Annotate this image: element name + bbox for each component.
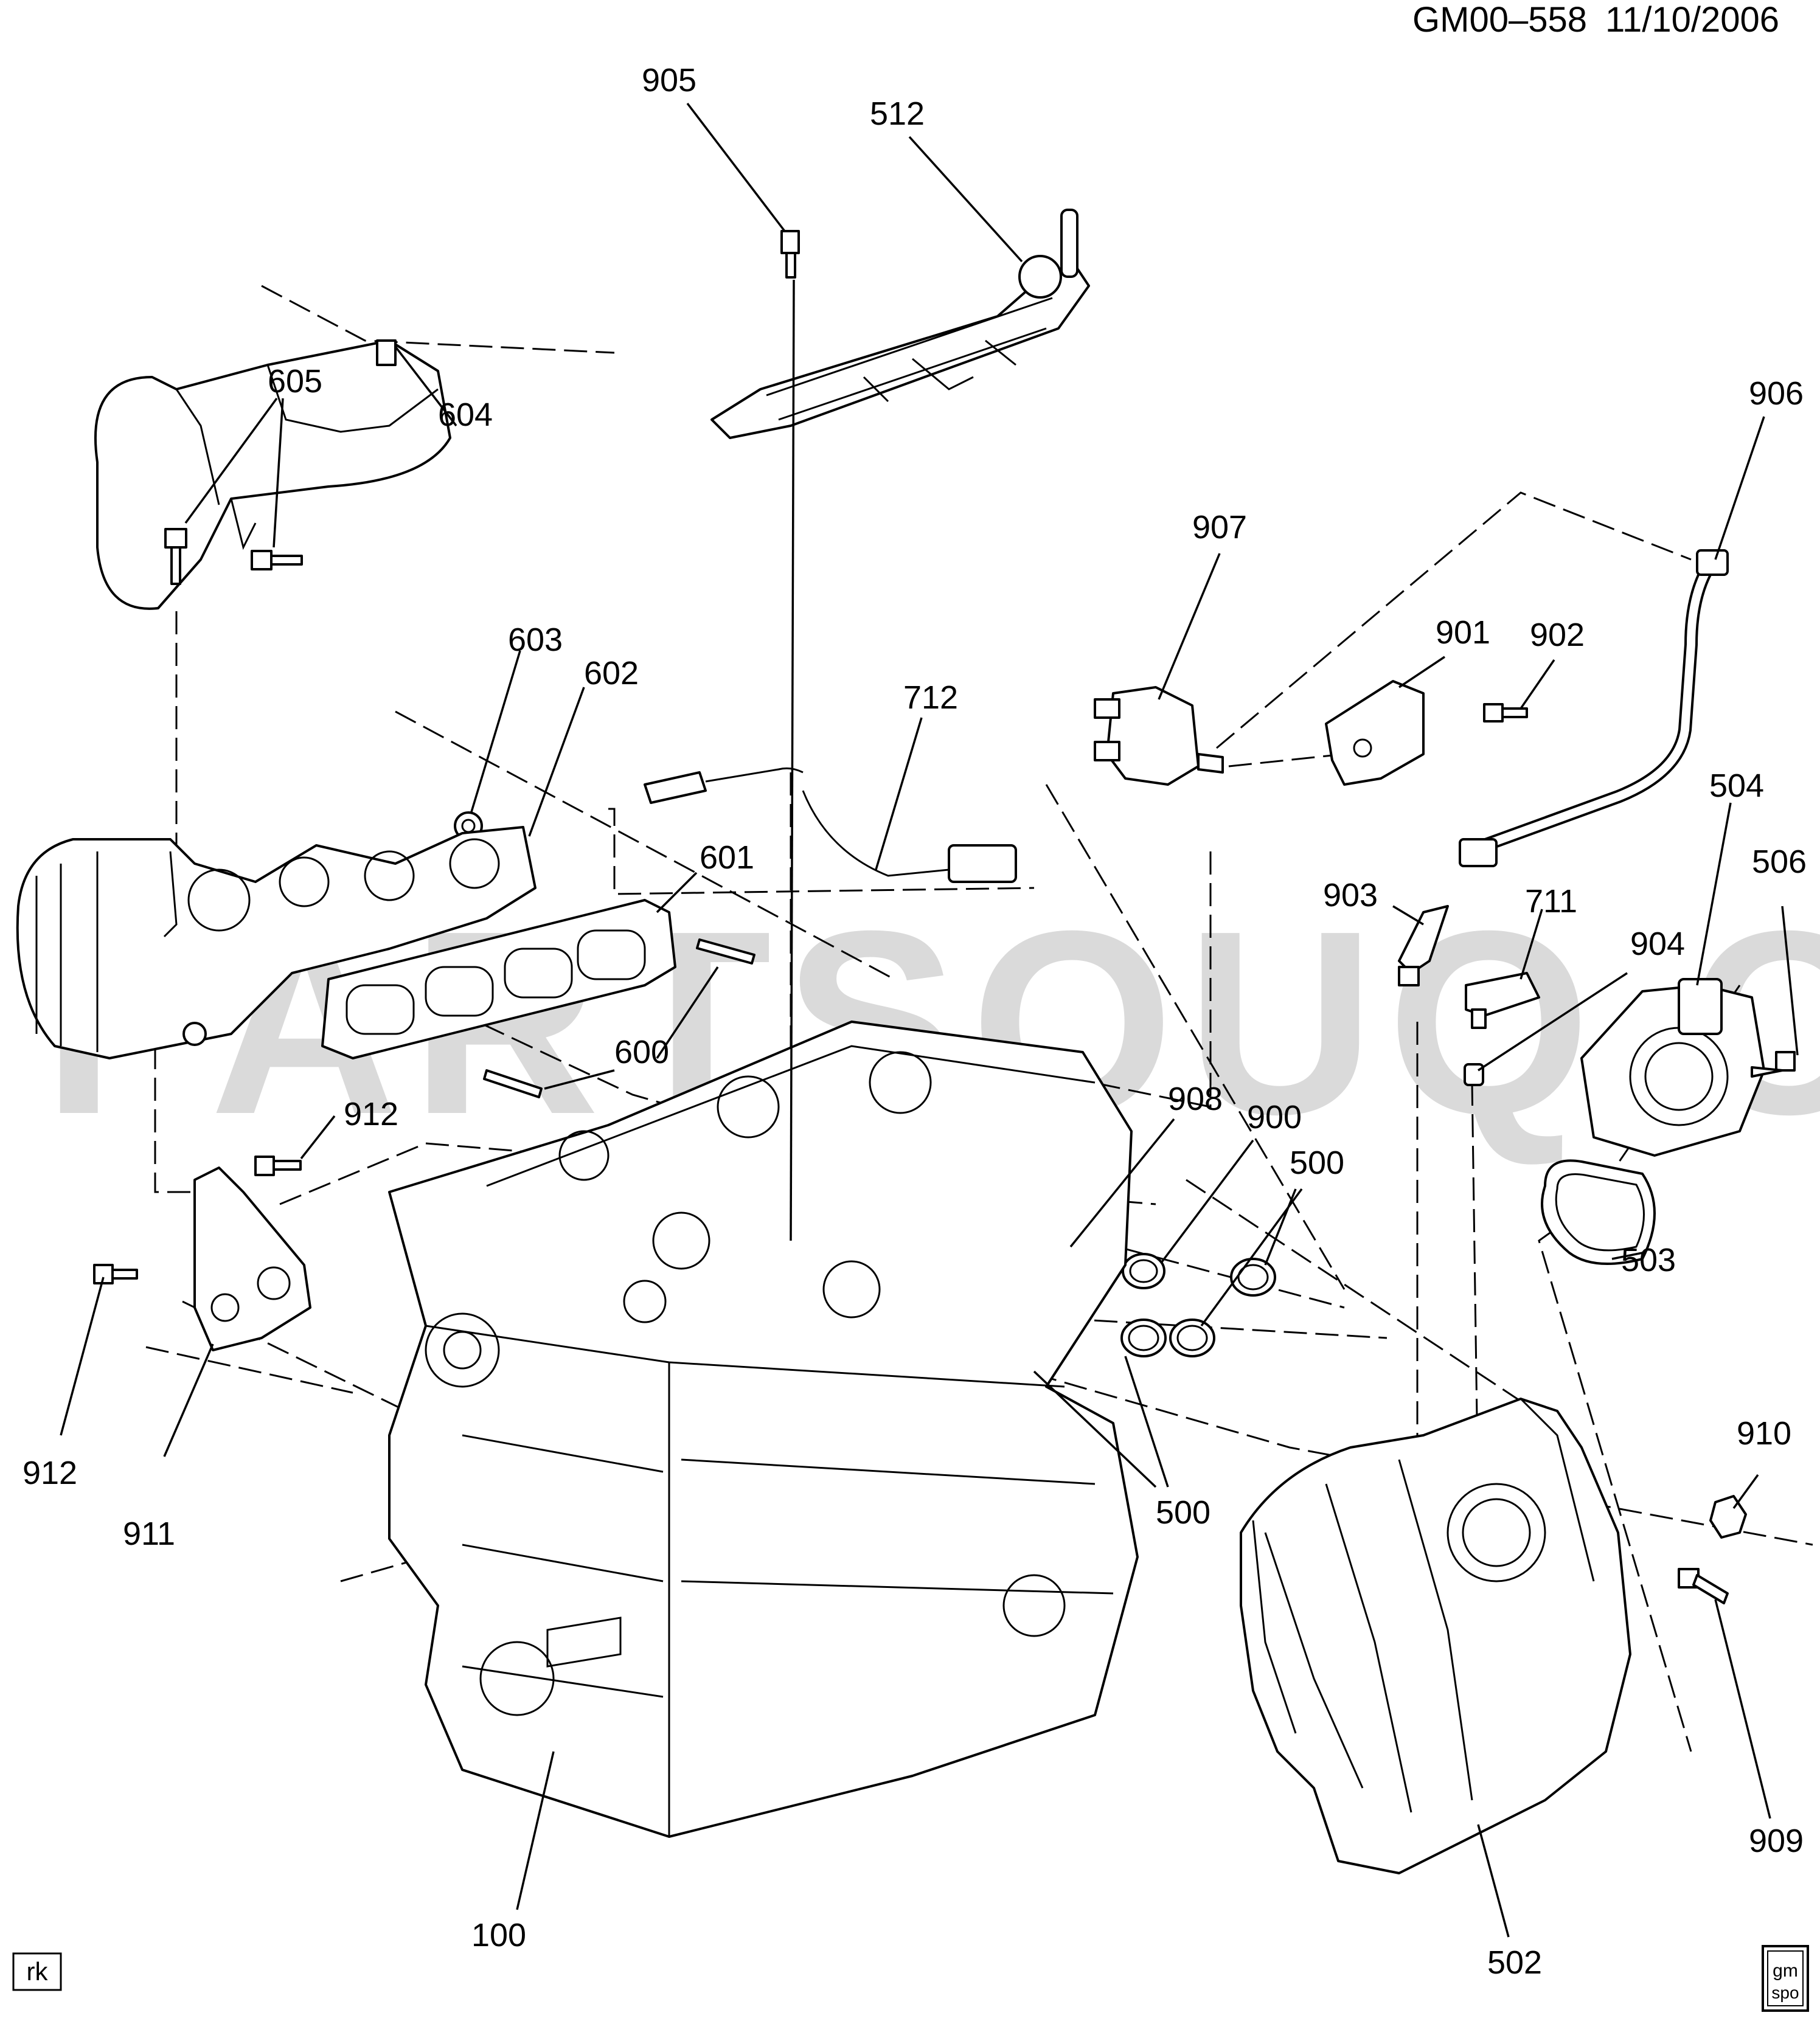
callout-901: 901 xyxy=(1436,614,1490,651)
callout-605: 605 xyxy=(268,363,322,400)
callout-602: 602 xyxy=(584,655,639,691)
drafter-initials: rk xyxy=(27,1957,49,1986)
stud-600 xyxy=(483,938,755,1098)
bracket-901 xyxy=(1325,680,1425,786)
bolt-902 xyxy=(1483,703,1528,723)
diagram-header-code: GM00–558 11/10/2006 xyxy=(1412,0,1779,40)
bolt-909 xyxy=(1678,1568,1729,1604)
nut-910 xyxy=(1709,1495,1747,1539)
vacuum-hose-906 xyxy=(1459,549,1729,867)
engine-block-100 xyxy=(388,1021,1139,1838)
exhaust-manifold-602 xyxy=(16,826,537,1059)
exhaust-gasket-601 xyxy=(321,899,676,1059)
bracket-911 xyxy=(193,1166,311,1351)
callout-502: 502 xyxy=(1487,1944,1542,1981)
callout-900: 900 xyxy=(1247,1099,1302,1135)
seal-904 xyxy=(1464,1063,1484,1086)
gm-spo-logo: gm spo xyxy=(1762,1945,1809,2012)
bolt-605 xyxy=(164,528,303,585)
callout-604: 604 xyxy=(438,397,493,433)
intake-manifold-502 xyxy=(1240,1398,1631,1874)
callout-911: 911 xyxy=(123,1516,175,1552)
logo-spo-text: spo xyxy=(1771,1983,1799,2002)
callout-506: 506 xyxy=(1752,844,1807,880)
callout-910: 910 xyxy=(1737,1415,1791,1452)
logo-gm-text: gm xyxy=(1773,1961,1798,1981)
drafter-initials-box: rk xyxy=(12,1952,62,1991)
callout-500-right: 500 xyxy=(1290,1145,1344,1181)
callout-711: 711 xyxy=(1525,883,1577,920)
callout-907: 907 xyxy=(1192,509,1247,546)
callout-500-bottom: 500 xyxy=(1156,1494,1210,1531)
callout-600: 600 xyxy=(614,1034,669,1070)
purge-solenoid-907 xyxy=(1094,686,1224,786)
callout-601: 601 xyxy=(700,839,754,876)
callout-100: 100 xyxy=(471,1917,526,1953)
callout-908: 908 xyxy=(1168,1081,1223,1117)
callout-902: 902 xyxy=(1530,617,1585,653)
callout-712: 712 xyxy=(903,679,958,716)
throttle-gasket-503 xyxy=(1541,1159,1656,1265)
bolt-912 xyxy=(93,1156,302,1284)
oxygen-sensor-712 xyxy=(644,767,1017,883)
callout-903: 903 xyxy=(1323,877,1378,913)
callout-904: 904 xyxy=(1630,926,1685,962)
callout-504: 504 xyxy=(1709,768,1764,804)
callout-906: 906 xyxy=(1749,375,1804,412)
callout-912-top: 912 xyxy=(344,1096,398,1132)
callout-512: 512 xyxy=(870,95,925,132)
callout-labels: 905 512 605 604 603 602 601 600 712 907 … xyxy=(23,62,1807,1981)
fitting-903 xyxy=(1398,905,1449,986)
callout-905: 905 xyxy=(642,62,696,99)
callout-909: 909 xyxy=(1749,1823,1804,1859)
assembly-dash-lines xyxy=(145,285,1813,1752)
callout-603: 603 xyxy=(508,622,563,658)
bolt-506 xyxy=(1751,1051,1796,1078)
header-code: GM00–558 xyxy=(1412,0,1587,40)
leader-lines xyxy=(60,102,1799,1938)
fuel-rail-512 xyxy=(710,209,1090,439)
callout-503: 503 xyxy=(1621,1242,1676,1278)
bolt-905 xyxy=(780,230,800,279)
callout-912-bottom: 912 xyxy=(23,1455,77,1491)
map-sensor-711 xyxy=(1465,972,1540,1029)
header-date: 11/10/2006 xyxy=(1605,0,1779,40)
